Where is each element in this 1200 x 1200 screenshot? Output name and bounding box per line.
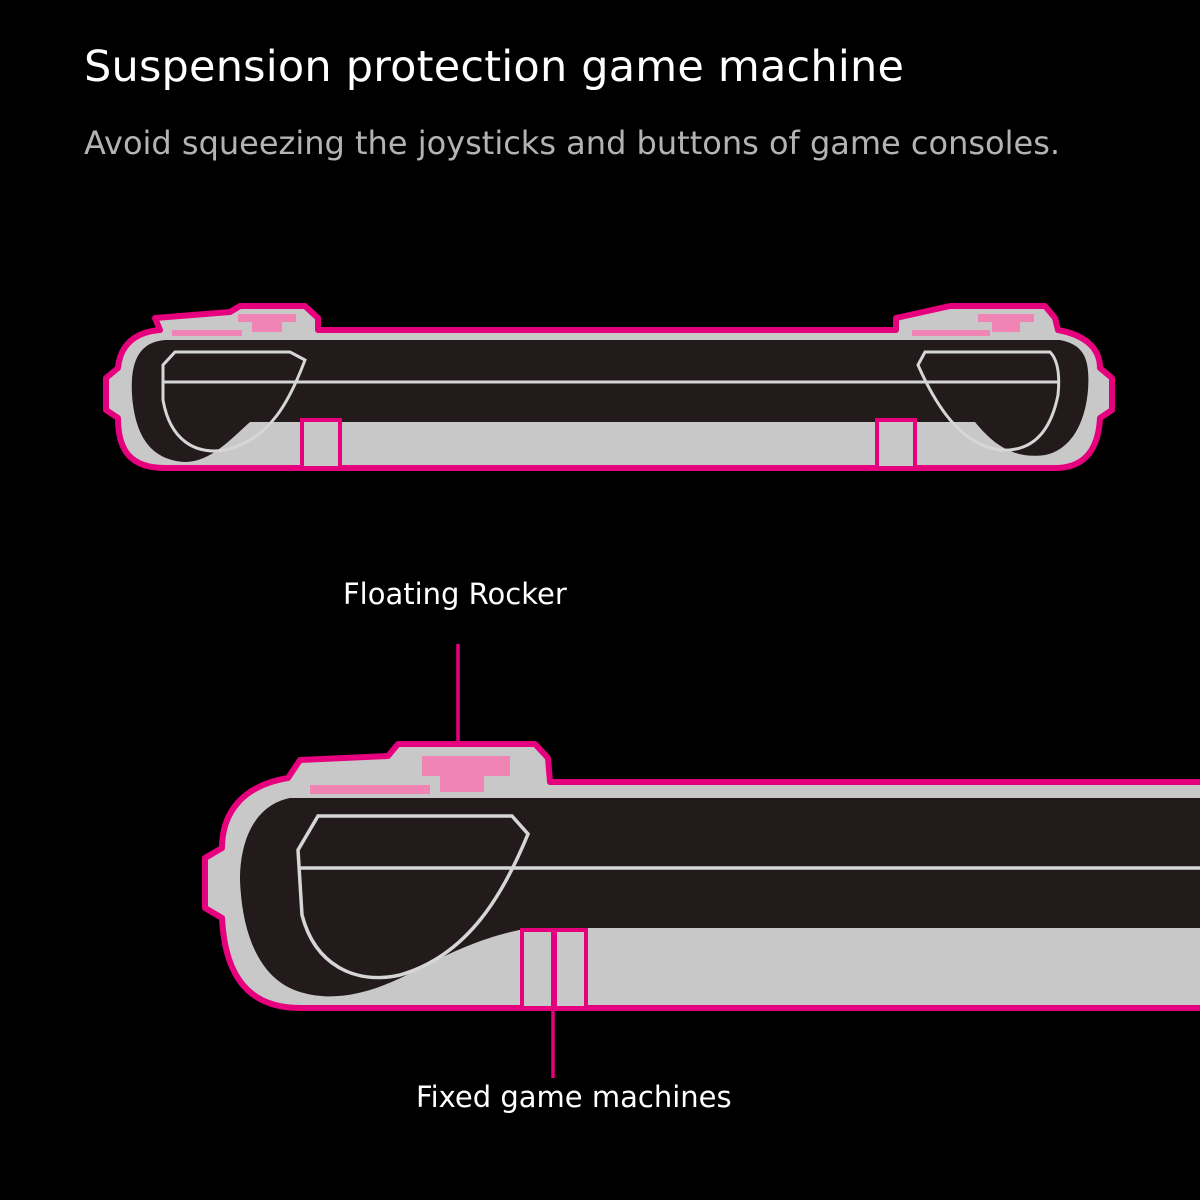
callout-floating-rocker: Floating Rocker: [343, 577, 567, 611]
fixing-clip-detail-right: [553, 928, 588, 1010]
page-subtitle: Avoid squeezing the joysticks and button…: [84, 124, 1061, 162]
grip-right-top: [916, 350, 1061, 452]
fixing-clip-right-top: [875, 418, 917, 470]
shoulder-button-right-top: [978, 314, 1034, 332]
console-overview: [103, 303, 1115, 471]
callout-fixed-game-machines: Fixed game machines: [416, 1080, 732, 1114]
console-body-detail: [240, 798, 1200, 997]
fixing-clip-detail-left: [520, 928, 555, 1010]
shoulder-strip-left-top: [172, 330, 242, 336]
fixing-clip-left-top: [300, 418, 342, 470]
shoulder-strip-detail: [310, 785, 430, 794]
console-body-top: [131, 340, 1089, 462]
shoulder-strip-right-top: [912, 330, 990, 336]
floating-rocker-button: [422, 756, 510, 792]
shoulder-button-left-top: [238, 314, 296, 332]
page-title: Suspension protection game machine: [84, 42, 905, 92]
console-detail: [202, 741, 1200, 1011]
